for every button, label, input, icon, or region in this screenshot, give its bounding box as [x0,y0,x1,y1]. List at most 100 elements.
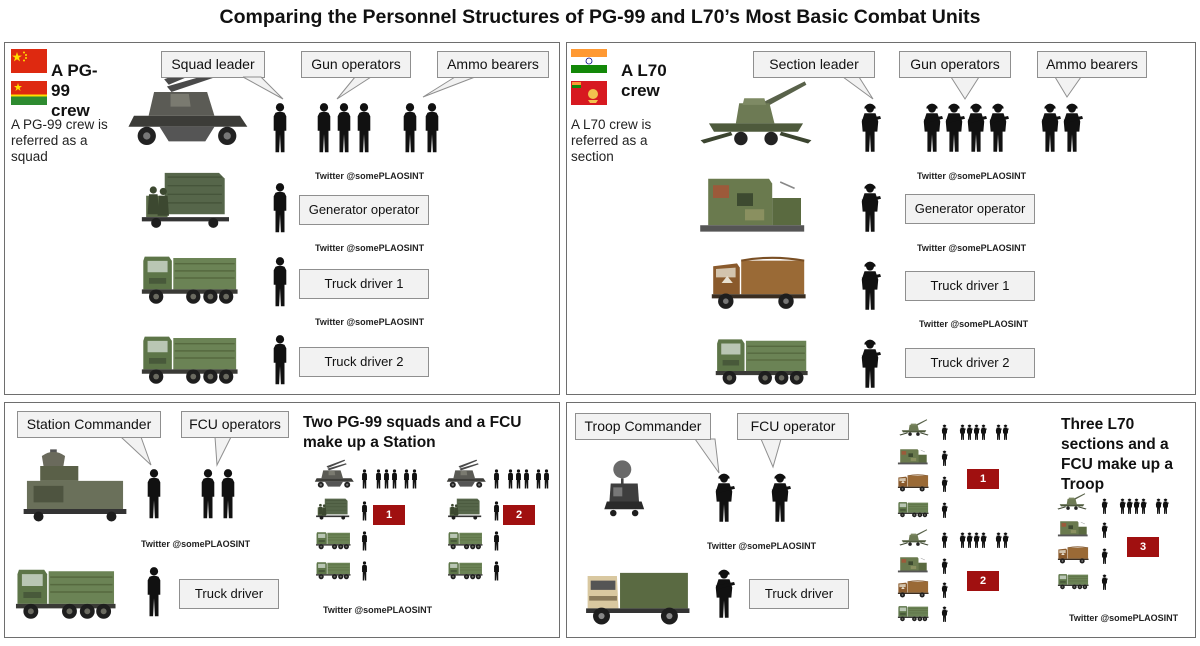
soldier-icon [859,335,881,391]
squad-leader-callout: Squad leader [161,51,265,78]
soldier-icon [973,423,980,441]
truck-image [13,559,117,625]
soldier-icon [383,469,390,489]
ammo-bearers-callout: Ammo bearers [1037,51,1147,78]
watermark: Twitter @somePLAOSINT [707,541,817,551]
soldier-icon [980,423,987,441]
pg99-gun-image [445,459,487,489]
soldier-icon [401,101,419,155]
watermark: Twitter @somePLAOSINT [919,319,1029,329]
soldier-icon [361,561,368,581]
soldier-icon [493,561,500,581]
truck-image [139,247,239,309]
soldier-icon [995,423,1002,441]
truck-image [139,327,239,389]
soldier-icon [713,469,735,525]
fcu-vehicle-image [17,443,133,527]
watermark: Twitter @somePLAOSINT [315,171,425,181]
truck-image [897,499,929,519]
truck-image [713,329,809,391]
soldier-icon [941,449,948,467]
soldier-icon [403,469,410,489]
pg99-crew-note: A PG-99 crew is referred as a squad [11,117,108,164]
soldier-icon [315,101,333,155]
station-commander-callout: Station Commander [17,411,161,438]
soldier-icon [941,423,948,441]
pg99-crew-panel: A PG-99 crew A PG-99 crew is referred as… [4,42,560,395]
soldier-icon [411,469,418,489]
soldier-icon [713,565,735,621]
soldier-icon [145,565,163,619]
l70-troop-panel: Troop Commander FCU operator Three L70 s… [566,402,1196,638]
soldier-icon [1155,497,1162,515]
gun-operators-callout: Gun operators [899,51,1011,78]
soldier-icon [335,101,353,155]
soldier-icon [361,501,368,521]
soldier-icon [271,181,289,235]
l70-crew-panel: A L70 crew A L70 crew is referred as a s… [566,42,1196,395]
page-title: Comparing the Personnel Structures of PG… [219,6,981,28]
soldier-icon [966,531,973,549]
soldier-icon [973,531,980,549]
soldier-icon [987,99,1009,155]
soldier-icon [941,475,948,493]
generator-vehicle-image [139,163,239,237]
truck-driver-1-label: Truck driver 1 [905,271,1035,301]
callout-pointer [694,438,782,474]
l70-crew-note: A L70 crew is referred as a section [571,117,652,164]
soldier-icon [1101,573,1108,591]
l70-gun-image [1055,491,1089,513]
soldier-icon [1133,497,1140,515]
troop-commander-callout: Troop Commander [575,413,711,440]
soldier-icon [507,469,514,489]
soldier-icon [361,531,368,551]
truck-image [897,603,929,623]
section-badge: 2 [967,571,999,591]
soldier-icon [493,531,500,551]
soldier-icon [959,531,966,549]
soldier-icon [995,531,1002,549]
soldier-icon [1101,497,1108,515]
gun-operators-callout: Gun operators [301,51,411,78]
section-badge: 1 [967,469,999,489]
soldier-icon [859,179,881,235]
soldier-icon [219,467,237,521]
truck-driver-1-label: Truck driver 1 [299,269,429,299]
generator-vehicle-image [697,173,809,239]
generator-vehicle-image [315,497,353,521]
pg99-crew-title: A PG-99 crew [51,61,98,120]
soldier-icon [943,99,965,155]
watermark: Twitter @somePLAOSINT [917,243,1027,253]
truck-image [1057,571,1089,591]
watermark: Twitter @somePLAOSINT [315,317,425,327]
l70-gun-image [897,417,931,439]
section-leader-callout: Section leader [753,51,875,78]
soldier-icon [493,469,500,489]
generator-vehicle-image [447,497,485,521]
squad-badge: 1 [373,505,405,525]
fcu-operators-callout: FCU operators [181,411,289,438]
truck-image [447,559,483,581]
soldier-icon [1101,547,1108,565]
l70-gun-image [897,527,931,549]
truck-image [447,529,483,551]
soldier-icon [1119,497,1126,515]
soldier-icon [1126,497,1133,515]
soldier-icon [1140,497,1147,515]
generator-vehicle-image [897,447,929,467]
soldier-icon [355,101,373,155]
fcu-vehicle-image [585,447,675,529]
soldier-icon [1061,99,1083,155]
soldier-icon [941,501,948,519]
soldier-icon [941,581,948,599]
soldier-icon [1002,423,1009,441]
watermark: Twitter @somePLAOSINT [141,539,251,549]
soldier-icon [966,423,973,441]
truck-driver-2-label: Truck driver 2 [299,347,429,377]
soldier-icon [423,101,441,155]
station-summary: Two PG-99 squads and a FCU make up a Sta… [303,414,522,451]
soldier-icon [543,469,550,489]
truck-image [709,251,807,315]
soldier-icon [859,99,881,155]
truck-driver-label: Truck driver [749,579,849,609]
